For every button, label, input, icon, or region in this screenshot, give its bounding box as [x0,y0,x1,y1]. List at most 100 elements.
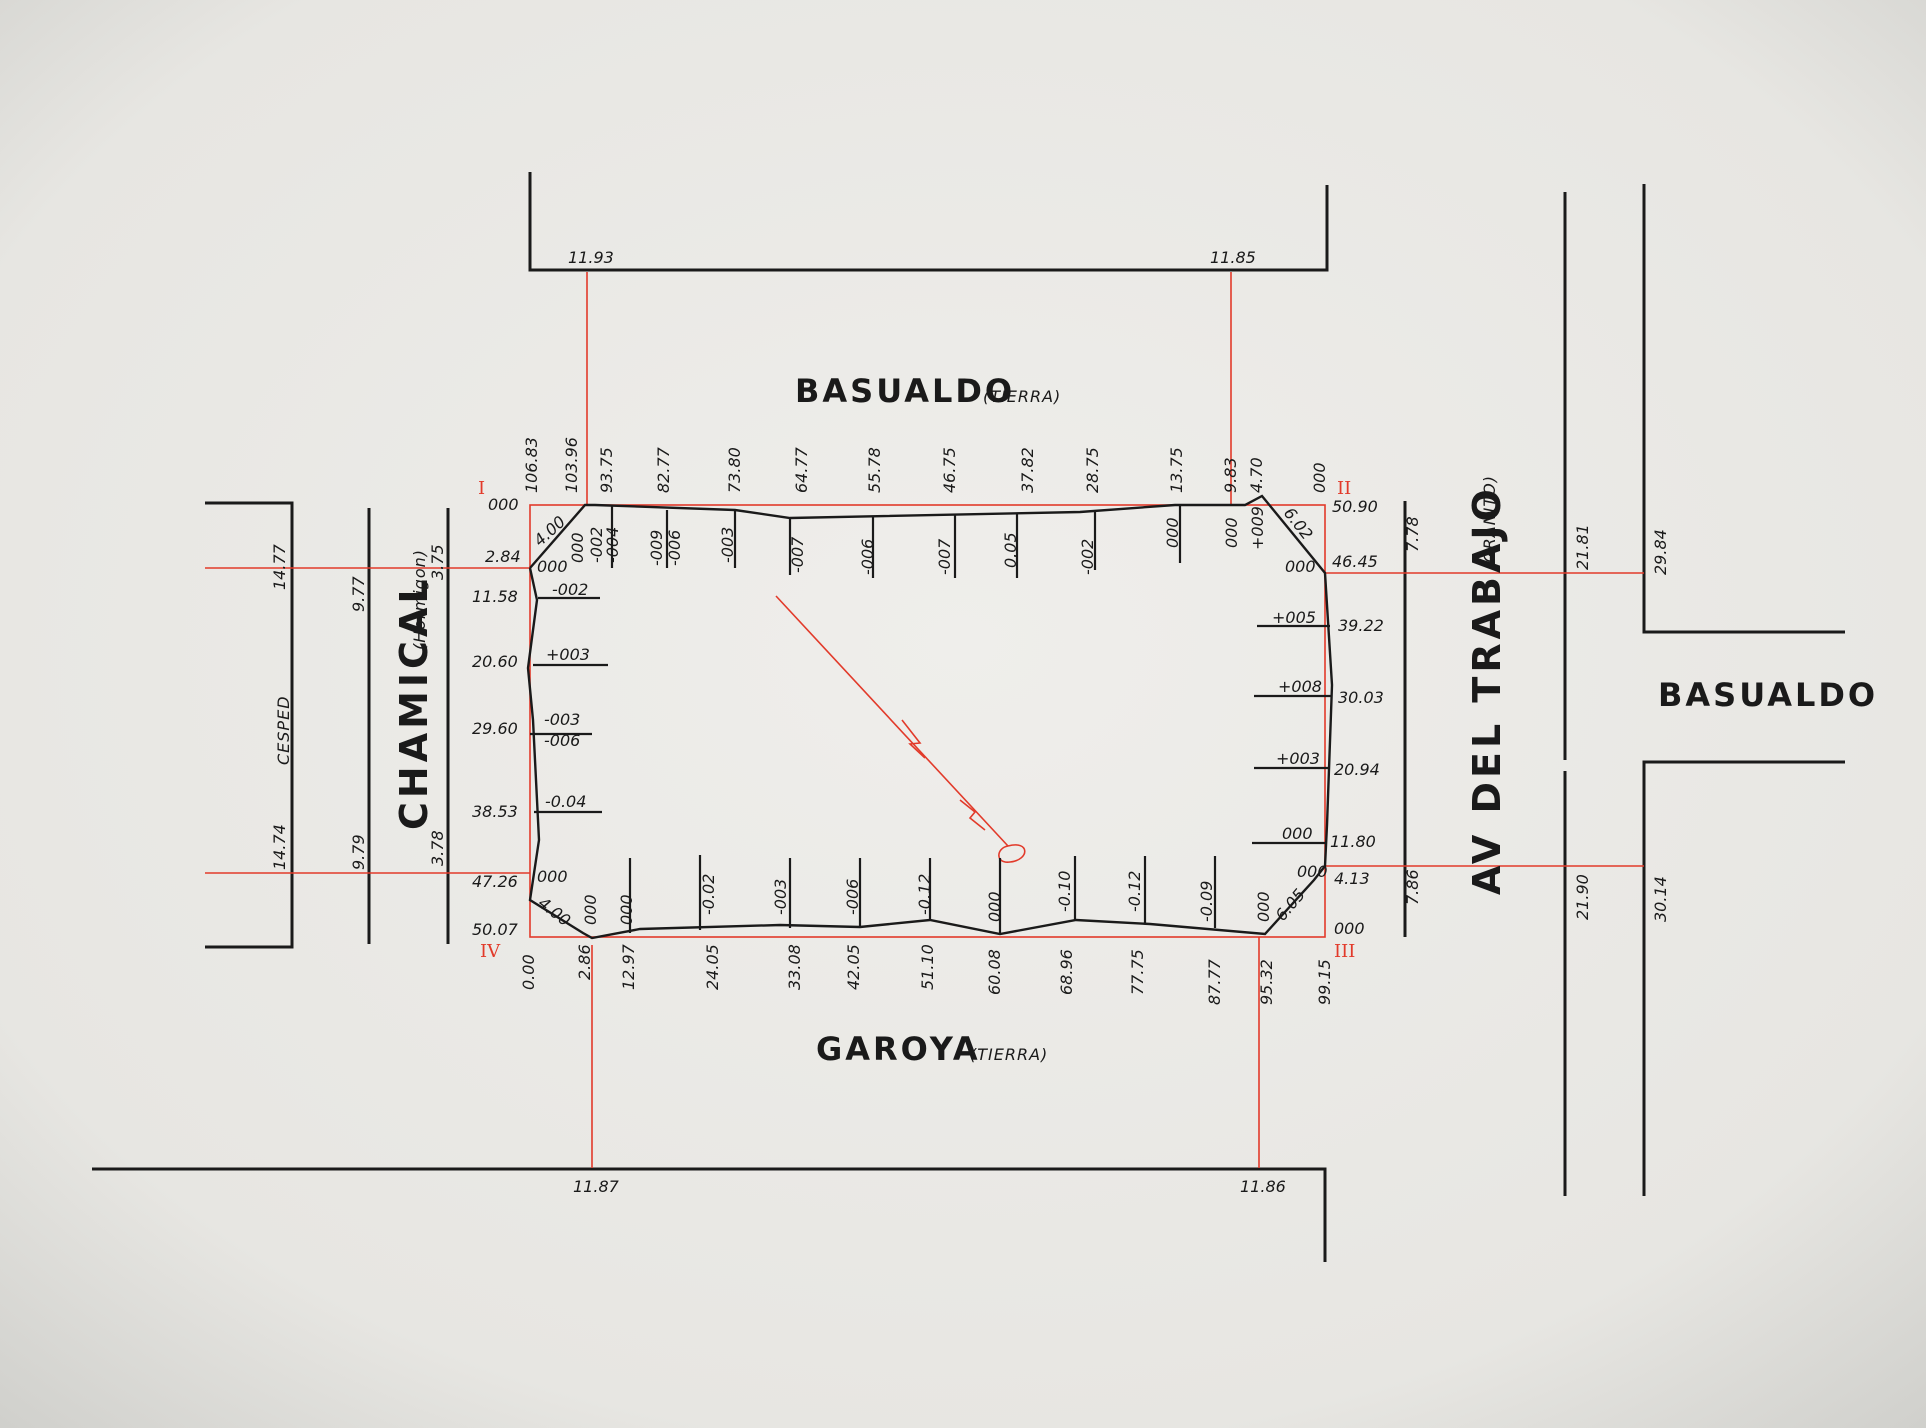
bottom-chainage: 77.75 [1128,949,1147,995]
basualdo-lower-edge [1642,760,1845,1196]
bottom-offset: -006 [843,879,862,915]
width-right-mid-bottom: 21.90 [1573,874,1592,920]
corner-4: IV [480,941,501,962]
street-top-name: BASUALDO [795,372,1015,410]
right-offset: 000 [1285,557,1316,576]
top-chainage: 000 [1310,462,1329,493]
top-chainage: 103.96 [562,437,581,493]
street-labels: BASUALDO (TIERRA) GAROYA (TIERRA) BASUAL… [274,372,1875,1068]
bottom-offsets: 000 000 -0.02 -003 -006 -0.12 000 -0.10 … [581,871,1273,925]
top-block-edge [528,172,1329,272]
left-chainage: 20.60 [472,652,518,671]
top-offset: -006 [665,530,684,566]
street-far-left-name: CESPED [274,695,293,765]
left-chainage: 38.53 [472,802,518,821]
width-right-inner-bottom: 7.86 [1403,869,1422,905]
bottom-chainage: 51.10 [918,944,937,990]
street-bottom-surface: (TIERRA) [970,1045,1048,1064]
right-offset: +005 [1272,608,1316,627]
bottom-offset: 000 [1254,891,1273,922]
top-chainage: 37.82 [1018,447,1037,493]
left-offset: -002 [552,580,588,599]
left-offset: 000 [537,867,568,886]
left-offset: -0.04 [545,792,586,811]
bottom-offset: -0.10 [1055,871,1074,912]
left-chainage: 47.26 [472,872,518,891]
cesped-edge [205,501,294,949]
bottom-offset: -0.12 [915,874,934,915]
top-chainage: 93.75 [597,447,616,493]
top-chainage: 9.83 [1221,457,1240,493]
corner-2: II [1337,478,1351,499]
right-chainage: 50.90 [1332,497,1378,516]
top-chainage: 28.75 [1083,447,1102,493]
right-chainage: 20.94 [1334,760,1380,779]
bottom-chainage: 68.96 [1057,949,1076,995]
width-right-outer-bottom: 30.14 [1651,876,1670,922]
width-right-inner-top: 7.78 [1403,516,1422,552]
top-offset: 000 [1222,517,1241,548]
top-offset: -006 [858,539,877,575]
top-offset: -002 [1078,539,1097,575]
top-offset: 000 [568,532,587,563]
corner-1: I [478,478,485,499]
lot-perimeter [526,494,1334,940]
top-offset: 0.05 [1001,532,1020,568]
right-chainage: 30.03 [1338,688,1384,707]
bottom-offset: 000 [581,894,600,925]
street-top-surface: (TIERRA) [983,387,1061,406]
top-offsets: 000 000 -002 -004 -009 -006 -003 -007 -0… [488,495,1317,575]
width-top-left: 11.93 [568,248,614,267]
bottom-chainage: 12.97 [619,943,638,990]
bottom-chainages: 0.00 2.86 12.97 24.05 33.08 42.05 51.10 … [519,943,1334,1005]
width-right-mid-top: 21.81 [1573,524,1592,570]
width-left-mid-top: 9.77 [349,576,368,612]
left-chainage: 2.84 [485,547,521,566]
width-left-mid-bottom: 9.79 [349,834,368,870]
top-chainage: 82.77 [654,446,673,493]
street-left-surface: (Hormigon) [410,549,429,650]
top-chainage: 13.75 [1167,447,1186,493]
width-left-inner-bottom: 3.78 [428,830,447,866]
street-bottom-name: GAROYA [816,1030,981,1068]
top-chainage: 64.77 [792,446,811,493]
top-chainage: 73.80 [725,447,744,493]
bottom-offset: -0.09 [1197,881,1216,922]
bottom-chainage: 42.05 [844,944,863,990]
top-offset: 000 [488,495,519,514]
width-top-right: 11.85 [1210,248,1256,267]
right-offset: +003 [1276,749,1320,768]
right-offset: 000 [1297,862,1328,881]
left-offset: -006 [544,731,580,750]
top-offset: +009 [1248,506,1267,550]
width-bottom-left: 11.87 [573,1177,620,1196]
top-offset: -004 [603,527,622,563]
width-bottom-right: 11.86 [1240,1177,1286,1196]
top-chainage: 4.70 [1247,457,1266,493]
bottom-offset: 000 [617,894,636,925]
left-chainages: 2.84 11.58 20.60 29.60 38.53 47.26 50.07 [472,547,521,939]
width-right-outer-top: 29.84 [1651,529,1670,575]
top-offset: -007 [935,538,954,575]
top-chainage: 46.75 [940,447,959,493]
right-chainage: 11.80 [1330,832,1376,851]
corner-3: III [1334,941,1355,962]
top-chainage: 106.83 [522,437,541,493]
top-chainage: 55.78 [865,447,884,493]
bottom-block-edge [92,1167,1327,1262]
bottom-offset: -0.12 [1125,871,1144,912]
basualdo-upper-edge [1642,184,1845,634]
street-edges [92,172,1845,1262]
top-offset: -007 [788,536,807,573]
bottom-chainage: 87.77 [1205,958,1224,1005]
top-offset: -002 [587,527,606,563]
left-offset: -003 [544,710,580,729]
street-left-name: CHAMICAL [392,575,436,830]
right-offset: 000 [1282,824,1313,843]
right-chainage: 46.45 [1332,552,1378,571]
bottom-chainage: 99.15 [1315,959,1334,1005]
street-right-name: AV DEL TRABAJO [1465,485,1509,895]
